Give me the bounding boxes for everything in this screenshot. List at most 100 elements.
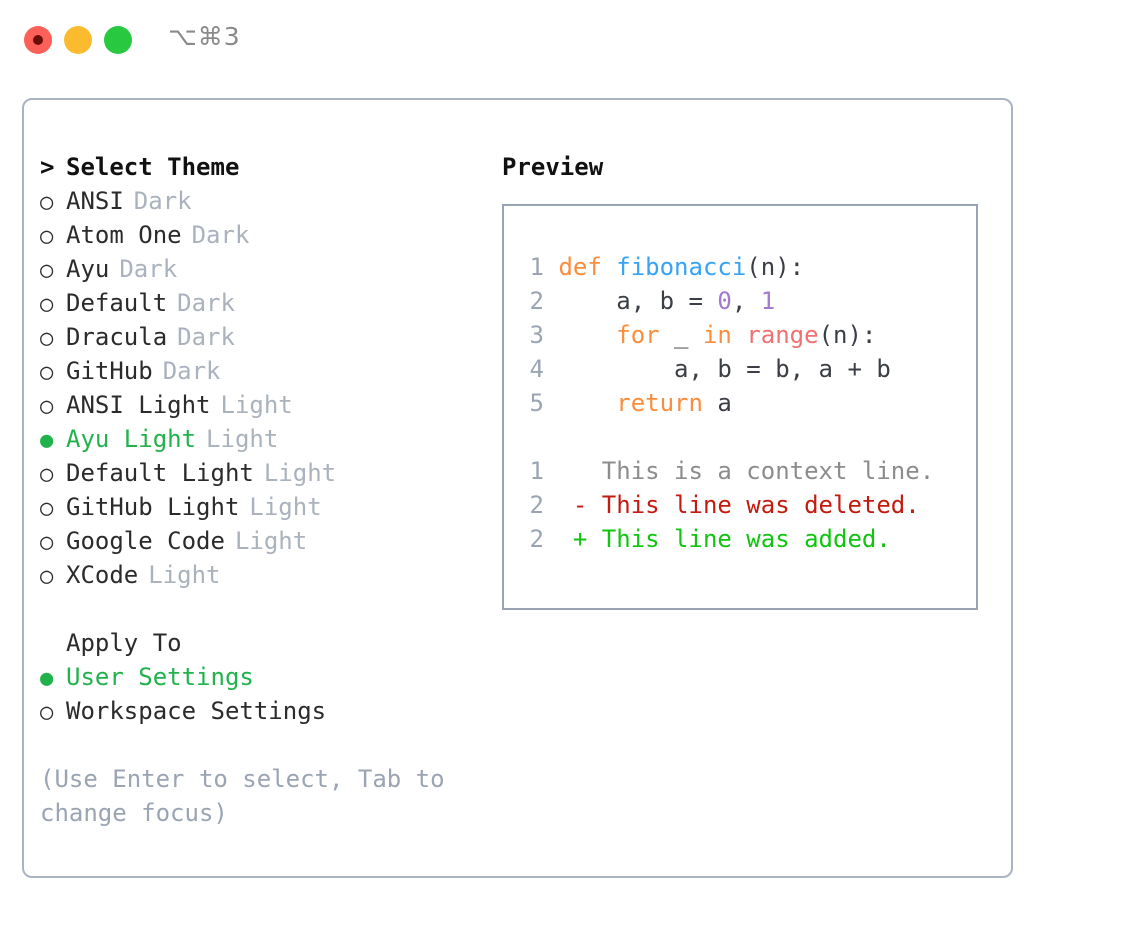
theme-list-item[interactable]: ○ ANSI Dark bbox=[40, 184, 470, 218]
line-number: 2 bbox=[529, 491, 544, 519]
apply-to-list: ● User Settings ○Workspace Settings bbox=[40, 660, 470, 728]
code-token: for bbox=[616, 321, 660, 349]
diff-text: This line was deleted. bbox=[587, 491, 920, 519]
theme-list-item[interactable]: ○ GitHub Light Light bbox=[40, 490, 470, 524]
theme-name-label: Ayu bbox=[66, 255, 110, 283]
theme-variant-tag: Dark bbox=[162, 357, 221, 385]
radio-unselected-icon: ○ bbox=[40, 496, 54, 521]
code-token: a, b = bbox=[558, 287, 718, 315]
theme-variant-tag: Light bbox=[206, 425, 279, 453]
theme-list-item[interactable]: ○ ANSI Light Light bbox=[40, 388, 470, 422]
code-token: _ bbox=[659, 321, 703, 349]
line-number: 2 bbox=[529, 525, 544, 553]
code-indent bbox=[544, 287, 558, 315]
code-indent bbox=[544, 389, 558, 417]
radio-unselected-icon: ○ bbox=[40, 360, 54, 385]
radio-unselected-icon: ○ bbox=[40, 700, 54, 725]
code-indent bbox=[544, 355, 558, 383]
diff-gutter-spacer bbox=[544, 525, 573, 553]
close-icon bbox=[33, 35, 43, 45]
theme-variant-tag: Light bbox=[148, 561, 221, 589]
code-token: range bbox=[746, 321, 819, 349]
theme-list-item[interactable]: ○ Default Light Light bbox=[40, 456, 470, 490]
code-line: 4 a, b = b, a + b bbox=[522, 352, 976, 386]
code-token bbox=[732, 321, 746, 349]
radio-unselected-icon: ○ bbox=[40, 258, 54, 283]
radio-unselected-icon: ○ bbox=[40, 462, 54, 487]
theme-variant-tag: Light bbox=[249, 493, 322, 521]
apply-to-title: Apply To bbox=[66, 629, 182, 657]
theme-name-label: Dracula bbox=[66, 323, 168, 351]
theme-variant-tag: Light bbox=[220, 391, 293, 419]
theme-name-label: Default bbox=[66, 289, 168, 317]
radio-unselected-icon: ○ bbox=[40, 394, 54, 419]
code-token: 0 bbox=[717, 287, 732, 315]
code-token: fibonacci bbox=[616, 253, 747, 281]
maximize-window-button[interactable] bbox=[104, 26, 132, 54]
code-line: 5 return a bbox=[522, 386, 976, 420]
preview-column: Preview 1 def fibonacci(n):2 a, b = 0, 1… bbox=[502, 150, 1002, 610]
line-number: 2 bbox=[529, 287, 544, 315]
radio-unselected-icon: ○ bbox=[40, 224, 54, 249]
line-number: 1 bbox=[529, 457, 544, 485]
code-token: a, b = b, a + b bbox=[558, 355, 891, 383]
keyboard-hint-text: (Use Enter to select, Tab to change focu… bbox=[40, 765, 460, 827]
apply-to-label: User Settings bbox=[66, 663, 254, 691]
code-indent bbox=[544, 253, 558, 281]
diff-gutter-spacer bbox=[544, 457, 573, 485]
radio-unselected-icon: ○ bbox=[40, 190, 54, 215]
line-number: 1 bbox=[529, 253, 544, 281]
theme-variant-tag: Dark bbox=[177, 289, 235, 317]
keyboard-shortcut-label: ⌥⌘3 bbox=[168, 22, 241, 51]
apply-to-item[interactable]: ○Workspace Settings bbox=[40, 694, 470, 728]
code-token bbox=[558, 389, 616, 417]
apply-to-marker-spacer bbox=[40, 628, 66, 662]
diff-sample: 1 This is a context line.2 - This line w… bbox=[522, 454, 976, 556]
line-number: 3 bbox=[529, 321, 544, 349]
theme-name-label: ANSI bbox=[66, 187, 124, 215]
theme-variant-tag: Light bbox=[234, 527, 308, 555]
radio-unselected-icon: ○ bbox=[40, 292, 54, 317]
code-line: 3 for _ in range(n): bbox=[522, 318, 976, 352]
radio-selected-icon: ● bbox=[40, 666, 54, 691]
theme-list-item[interactable]: ○ Default Dark bbox=[40, 286, 470, 320]
line-number: 4 bbox=[529, 355, 544, 383]
radio-unselected-icon: ○ bbox=[40, 530, 54, 555]
apply-to-header: Apply To bbox=[40, 626, 470, 660]
code-token: a bbox=[702, 389, 732, 417]
theme-variant-tag: Dark bbox=[133, 187, 192, 215]
diff-text: This is a context line. bbox=[587, 457, 935, 485]
theme-name-label: Default Light bbox=[66, 459, 254, 487]
prompt-caret-icon: > bbox=[40, 153, 55, 181]
code-token: return bbox=[616, 389, 703, 417]
theme-name-label: ANSI Light bbox=[66, 391, 211, 419]
code-token: (n): bbox=[818, 321, 877, 349]
theme-name-label: GitHub Light bbox=[66, 493, 240, 521]
line-number: 5 bbox=[529, 389, 544, 417]
title-bar: ⌥⌘3 bbox=[0, 0, 1140, 78]
diff-text: This line was added. bbox=[587, 525, 891, 553]
code-line: 2 a, b = 0, 1 bbox=[522, 284, 976, 318]
theme-variant-tag: Light bbox=[263, 459, 337, 487]
theme-list-title: Select Theme bbox=[66, 153, 240, 181]
preview-title: Preview bbox=[502, 153, 604, 181]
code-indent bbox=[544, 321, 558, 349]
apply-to-item[interactable]: ● User Settings bbox=[40, 660, 470, 694]
radio-selected-icon: ● bbox=[40, 428, 54, 453]
minimize-window-button[interactable] bbox=[64, 26, 92, 54]
code-token: , bbox=[731, 287, 761, 315]
theme-name-label: XCode bbox=[66, 561, 139, 589]
code-line: 1 def fibonacci(n): bbox=[522, 250, 976, 284]
diff-line: 2 + This line was added. bbox=[522, 522, 976, 556]
